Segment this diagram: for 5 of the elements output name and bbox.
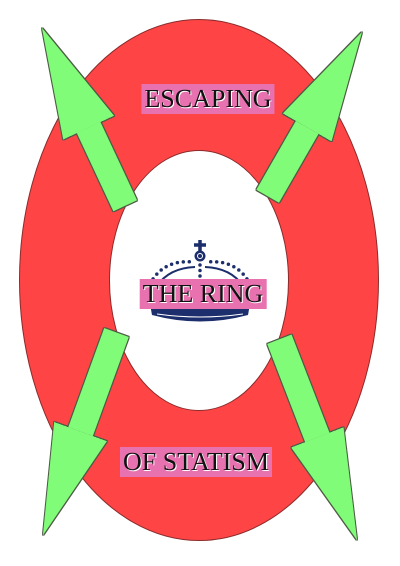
- highlighted-label: OF STATISM: [120, 447, 272, 477]
- highlighted-label: ESCAPING: [141, 84, 275, 114]
- ring-shape: [19, 19, 379, 541]
- highlighted-label: THE RING: [140, 279, 266, 309]
- inner-ellipse: [109, 150, 289, 411]
